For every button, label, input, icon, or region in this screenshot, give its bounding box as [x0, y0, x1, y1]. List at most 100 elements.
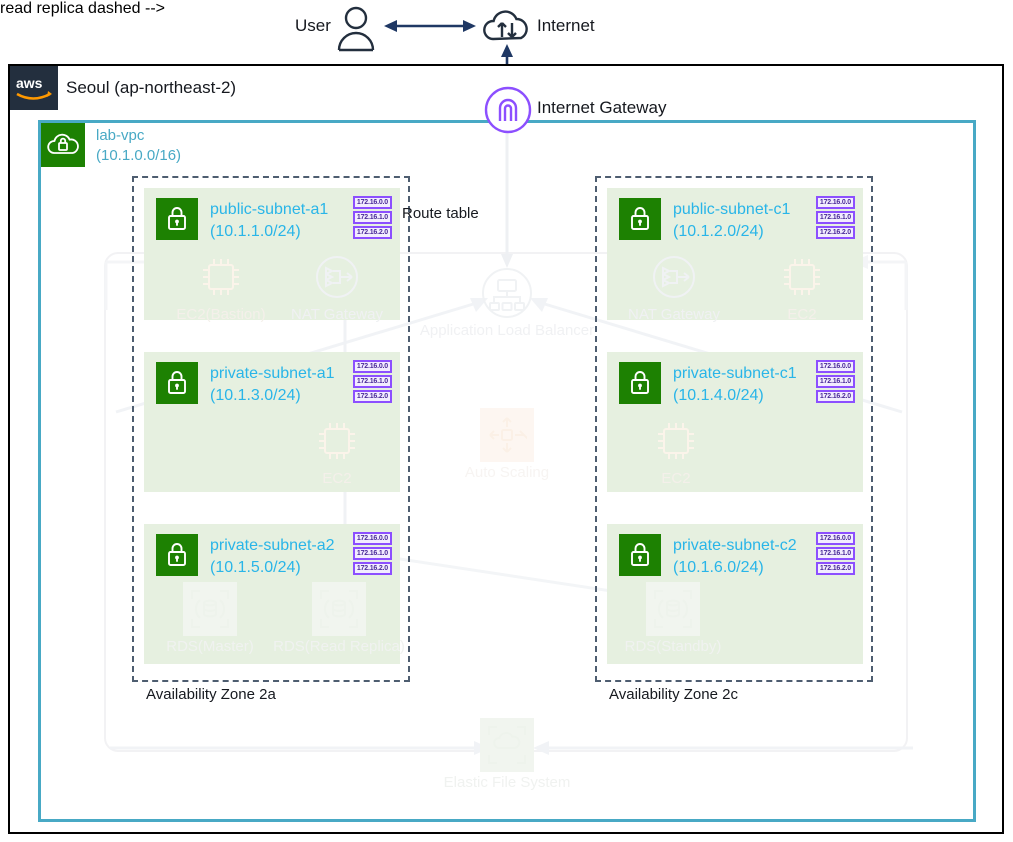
auto-scaling-icon — [480, 408, 534, 462]
ec2-icon — [649, 414, 703, 468]
subnet-private-subnet-a2[interactable]: private-subnet-a2 (10.1.5.0/24) RDS(Mast… — [144, 524, 405, 664]
route-entry: 172.16.2.0 — [352, 226, 392, 239]
rds-master-label: RDS(Master) — [166, 638, 254, 655]
resource-ec2-public-c1: EC2 — [747, 250, 857, 324]
subnet-public-subnet-a1[interactable]: public-subnet-a1 (10.1.1.0/24) EC2(Basti… — [144, 188, 400, 323]
ec2-icon — [775, 250, 829, 304]
user-icon — [333, 4, 379, 52]
route-entry: 172.16.0.0 — [815, 196, 855, 209]
az2a-to-efs-connector — [110, 738, 490, 758]
availability-zone-2c-label: Availability Zone 2c — [609, 686, 738, 703]
route-table-public-a1[interactable]: 172.16.0.0 172.16.1.0 172.16.2.0 — [352, 196, 392, 239]
resource-nat-gateway-c: NAT Gateway — [619, 250, 729, 324]
resource-ec2-private-a1: EC2 — [282, 414, 392, 488]
route-entry: 172.16.0.0 — [352, 360, 392, 373]
subnet-cidr: (10.1.4.0/24) — [673, 387, 764, 404]
resource-ec2-private-c1: EC2 — [621, 414, 731, 488]
subnet-private-subnet-c1[interactable]: private-subnet-c1 (10.1.4.0/24) EC2 172.… — [607, 352, 863, 492]
efs-label: Elastic File System — [443, 774, 571, 791]
route-entry: 172.16.0.0 — [815, 532, 855, 545]
internet-label: Internet — [537, 16, 595, 35]
route-entry: 172.16.1.0 — [352, 547, 392, 560]
rds-icon — [312, 582, 366, 636]
route-entry: 172.16.2.0 — [352, 562, 392, 575]
nat-gateway-label: NAT Gateway — [628, 306, 720, 323]
auto-scaling-label: Auto Scaling — [464, 464, 550, 481]
vpc-cloud-lock-icon — [41, 123, 85, 167]
elastic-file-system-icon — [480, 718, 534, 772]
resource-rds-master: RDS(Master) — [154, 582, 266, 656]
region-title: Seoul (ap-northeast-2) — [66, 78, 237, 97]
nat-gateway-icon — [310, 250, 364, 304]
subnet-name: private-subnet-c1 — [673, 365, 797, 382]
subnet-name: private-subnet-a1 — [210, 365, 335, 382]
resource-ec2-bastion: EC2(Bastion) — [166, 250, 276, 324]
az2c-to-efs-connector — [533, 738, 913, 758]
route-table-public-c1[interactable]: 172.16.0.0 172.16.1.0 172.16.2.0 — [815, 196, 855, 239]
internet-cloud-icon — [481, 7, 533, 47]
internet-gateway-label: Internet Gateway — [537, 98, 667, 117]
route-entry: 172.16.1.0 — [352, 211, 392, 224]
subnet-name: public-subnet-c1 — [673, 201, 791, 218]
aws-logo-icon: aws — [10, 66, 58, 110]
route-entry: 172.16.2.0 — [352, 390, 392, 403]
availability-zone-2a-boundary — [132, 176, 410, 682]
availability-zone-2c-boundary — [595, 176, 873, 682]
rds-read-replica-label: RDS(Read Replica) — [273, 638, 405, 655]
gateway-to-alb-connector — [497, 128, 517, 268]
subnet-lock-icon — [619, 362, 661, 404]
subnet-cidr: (10.1.2.0/24) — [673, 223, 764, 240]
subnet-name: private-subnet-c2 — [673, 537, 797, 554]
subnet-lock-icon — [156, 362, 198, 404]
route-table-private-a1[interactable]: 172.16.0.0 172.16.1.0 172.16.2.0 — [352, 360, 392, 403]
subnet-cidr: (10.1.5.0/24) — [210, 559, 301, 576]
subnet-lock-icon — [619, 198, 661, 240]
route-entry: 172.16.0.0 — [352, 196, 392, 209]
subnet-name: public-subnet-a1 — [210, 201, 329, 218]
subnet-lock-icon — [619, 534, 661, 576]
nat-gateway-label: NAT Gateway — [291, 306, 383, 323]
rds-icon — [183, 582, 237, 636]
user-internet-arrow — [384, 16, 476, 36]
shared-service-efs: Elastic File System — [444, 718, 570, 792]
subnet-private-subnet-c2[interactable]: private-subnet-c2 (10.1.6.0/24) RDS(Stan… — [607, 524, 863, 664]
vpc-name: lab-vpc — [96, 127, 145, 144]
subnet-cidr: (10.1.1.0/24) — [210, 223, 301, 240]
alb-label: Application Load Balancer — [419, 322, 595, 339]
user-label: User — [295, 16, 331, 35]
route-entry: 172.16.2.0 — [815, 562, 855, 575]
rds-standby-label: RDS(Standby) — [624, 638, 722, 655]
route-table-private-c1[interactable]: 172.16.0.0 172.16.1.0 172.16.2.0 — [815, 360, 855, 403]
route-entry: 172.16.1.0 — [815, 211, 855, 224]
subnet-lock-icon — [156, 534, 198, 576]
subnet-public-subnet-c1[interactable]: public-subnet-c1 (10.1.2.0/24) NAT Gatew… — [607, 188, 863, 323]
route-table-private-a2[interactable]: 172.16.0.0 172.16.1.0 172.16.2.0 — [352, 532, 392, 575]
subnet-private-subnet-a1[interactable]: private-subnet-a1 (10.1.3.0/24) EC2 172.… — [144, 352, 400, 492]
route-table-private-c2[interactable]: 172.16.0.0 172.16.1.0 172.16.2.0 — [815, 532, 855, 575]
ec2-bastion-label: EC2(Bastion) — [176, 306, 266, 323]
route-entry: 172.16.2.0 — [815, 226, 855, 239]
route-table-caption: Route table — [402, 205, 479, 222]
resource-rds-read-replica: RDS(Read Replica) — [273, 582, 405, 656]
subnet-cidr: (10.1.3.0/24) — [210, 387, 301, 404]
svg-text:aws: aws — [16, 75, 43, 91]
nat-gateway-icon — [647, 250, 701, 304]
resource-nat-gateway-a: NAT Gateway — [282, 250, 392, 324]
route-entry: 172.16.2.0 — [815, 390, 855, 403]
route-entry: 172.16.1.0 — [815, 375, 855, 388]
route-entry: 172.16.0.0 — [815, 360, 855, 373]
ec2-label: EC2 — [322, 470, 352, 487]
subnet-cidr: (10.1.6.0/24) — [673, 559, 764, 576]
route-entry: 172.16.1.0 — [815, 547, 855, 560]
ec2-label: EC2 — [661, 470, 691, 487]
ec2-label: EC2 — [787, 306, 817, 323]
subnet-lock-icon — [156, 198, 198, 240]
resource-rds-standby: RDS(Standby) — [617, 582, 729, 656]
subnet-name: private-subnet-a2 — [210, 537, 335, 554]
internet-gateway-icon[interactable] — [483, 85, 533, 135]
shared-service-auto-scaling: Auto Scaling — [455, 408, 559, 482]
ec2-icon — [194, 250, 248, 304]
vpc-cidr: (10.1.0.0/16) — [96, 147, 182, 164]
load-balancer-icon — [480, 266, 534, 320]
